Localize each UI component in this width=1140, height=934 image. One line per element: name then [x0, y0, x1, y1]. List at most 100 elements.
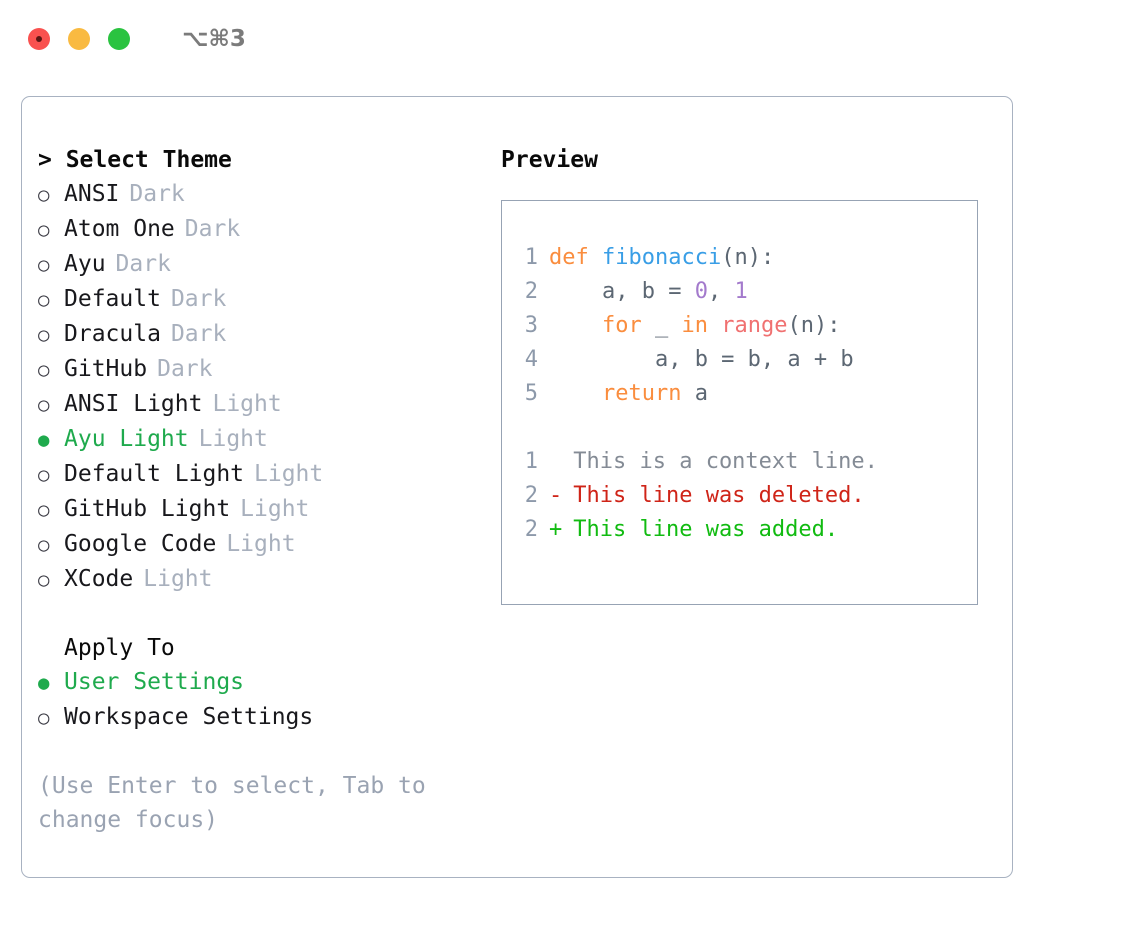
theme-option[interactable]: ○ ANSI Light Light [38, 387, 478, 422]
radio-unselected-icon[interactable]: ○ [38, 289, 50, 311]
theme-option-tag: Light [240, 496, 310, 522]
title-bar: ⌥⌘3 [0, 0, 1140, 78]
apply-to-heading: Apply To [64, 635, 175, 661]
code-token: return [601, 381, 682, 406]
theme-option[interactable]: ○ ANSI Dark [38, 177, 478, 212]
code-line: 1 def fibonacci(n): [516, 241, 977, 275]
radio-unselected-icon[interactable]: ○ [38, 534, 50, 556]
keyboard-hint: (Use Enter to select, Tab to change focu… [38, 773, 426, 833]
theme-option-tag: Dark [170, 321, 227, 347]
diff-line-number: 2 [524, 483, 538, 508]
radio-unselected-icon[interactable]: ○ [38, 707, 50, 729]
theme-option-tag: Light [198, 426, 268, 452]
diff-line: 1 This is a context line. [516, 445, 977, 479]
theme-option-label: ANSI Light [64, 391, 203, 417]
diff-marker: + [549, 517, 563, 542]
code-token [589, 245, 602, 270]
code-line-text: return a [549, 381, 708, 406]
diff-marker: - [549, 483, 563, 508]
close-button[interactable] [28, 28, 50, 50]
radio-selected-icon[interactable]: ● [38, 672, 50, 694]
theme-option-label: Ayu Light [64, 426, 189, 452]
diff-line-number: 1 [524, 449, 538, 474]
theme-option-tag: Light [226, 531, 296, 557]
code-line-number: 1 [524, 245, 538, 270]
apply-to-list: ● User Settings ○ Workspace Settings [38, 665, 478, 735]
radio-unselected-icon[interactable]: ○ [38, 359, 50, 381]
section-spacer [38, 597, 478, 631]
radio-unselected-icon[interactable]: ○ [38, 219, 50, 241]
theme-option-tag: Light [212, 391, 282, 417]
radio-unselected-icon[interactable]: ○ [38, 184, 50, 206]
code-token [549, 313, 602, 338]
apply-to-option[interactable]: ● User Settings [38, 665, 478, 700]
code-token [708, 313, 721, 338]
radio-unselected-icon[interactable]: ○ [38, 569, 50, 591]
theme-option[interactable]: ○ Dracula Dark [38, 317, 478, 352]
code-line: 5 return a [516, 377, 977, 411]
preview-heading: Preview [501, 147, 598, 173]
theme-option-label: XCode [64, 566, 134, 592]
select-theme-heading: > Select Theme [38, 147, 232, 173]
radio-unselected-icon[interactable]: ○ [38, 499, 50, 521]
diff-line-text: This line was added. [560, 517, 839, 542]
code-token: range [721, 313, 788, 338]
diff-line: 2 + This line was added. [516, 513, 977, 547]
code-token: , [707, 279, 735, 304]
code-line-text: a, b = b, a + b [549, 347, 854, 372]
radio-unselected-icon[interactable]: ○ [38, 324, 50, 346]
theme-option-tag: Dark [170, 286, 227, 312]
code-token: for [601, 313, 642, 338]
diff-line-content: This is a context line. [549, 449, 878, 474]
window-controls [28, 28, 130, 50]
code-line-number: 5 [524, 381, 538, 406]
theme-option[interactable]: ● Ayu Light Light [38, 422, 478, 457]
diff-line-content: + This line was added. [549, 517, 838, 542]
apply-to-option-label: Workspace Settings [64, 704, 314, 730]
maximize-button[interactable] [108, 28, 130, 50]
theme-option-label: Default [64, 286, 161, 312]
code-line-number: 3 [524, 313, 538, 338]
diff-line: 2- This line was deleted. [516, 479, 977, 513]
diff-sample: 1 This is a context line.2- This line wa… [516, 445, 977, 547]
theme-option-tag: Dark [184, 216, 241, 242]
theme-option-tag: Dark [129, 181, 185, 207]
theme-option-label: GitHub Light [64, 496, 231, 522]
diff-line-number: 2 [524, 517, 538, 542]
code-line: 4 a, b = b, a + b [516, 343, 977, 377]
radio-selected-icon[interactable]: ● [38, 429, 50, 451]
code-token: def [549, 245, 589, 270]
radio-unselected-icon[interactable]: ○ [38, 464, 50, 486]
theme-option[interactable]: ○ GitHub Light Light [38, 492, 478, 527]
diff-marker [549, 445, 560, 479]
code-line-text: def fibonacci(n): [549, 245, 774, 270]
diff-line-text: This line was deleted. [560, 483, 865, 508]
code-line-text: a, b = 0, 1 [549, 279, 748, 304]
theme-option-label: ANSI [64, 181, 120, 207]
theme-option-label: GitHub [64, 356, 148, 382]
code-token: a, b = b, a + b [549, 347, 854, 372]
radio-unselected-icon[interactable]: ○ [38, 394, 50, 416]
code-token: _ [641, 313, 682, 338]
apply-to-option[interactable]: ○ Workspace Settings [38, 700, 478, 735]
theme-option-tag: Light [254, 461, 324, 487]
apply-to-option-label: User Settings [64, 669, 245, 695]
theme-option-label: Dracula [64, 321, 161, 347]
radio-unselected-icon[interactable]: ○ [38, 254, 50, 276]
code-line-number: 4 [524, 347, 538, 372]
code-token: a [681, 381, 708, 406]
theme-option[interactable]: ○ Default Dark [38, 282, 478, 317]
code-diff-gap [516, 411, 977, 445]
minimize-button[interactable] [68, 28, 90, 50]
